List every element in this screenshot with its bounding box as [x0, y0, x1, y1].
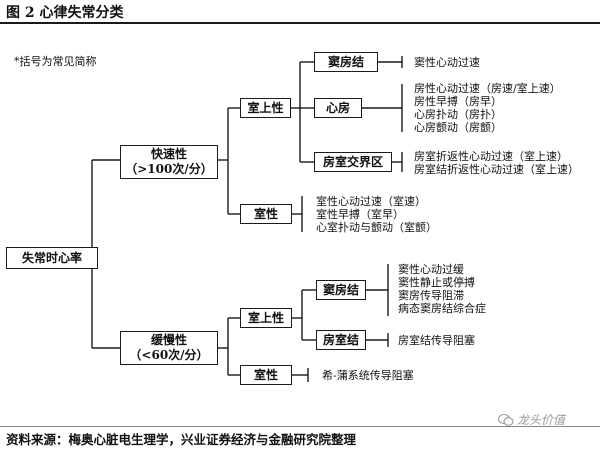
watermark-text: 龙头价值: [517, 413, 566, 427]
leaf-item: 室性早搏（室早）: [316, 208, 404, 221]
leaf-list-sinus-slow: 窦性心动过缓 窦性静止或停搏 窦房传导阻滞 病态窦房结综合症: [398, 263, 486, 315]
source-note: 资料来源：梅奥心脏电生理学，兴业证券经济与金融研究院整理: [6, 432, 357, 447]
wechat-icon: [498, 413, 514, 426]
leaf-list-av-node: 房室结传导阻塞: [398, 334, 475, 347]
leaf-item: 房室折返性心动过速（室上速）: [414, 150, 568, 163]
figure-header: 图 2 心律失常分类: [0, 0, 600, 24]
slow-sinus-node: 窦房结: [316, 280, 366, 300]
fast-node-label: 快速性: [150, 147, 187, 161]
slow-supraventricular-node: 室上性: [240, 308, 292, 328]
slow-ventricular-node: 室性: [240, 365, 292, 385]
leaf-list-fast-ventricular: 室性心动过速（室速） 室性早搏（室早） 心室扑动与颤动（室颤）: [316, 195, 437, 234]
footer-divider: [0, 426, 600, 427]
leaf-item: 心房扑动（房扑）: [414, 108, 502, 121]
watermark: 龙头价值: [498, 411, 565, 428]
root-node: 失常时心率: [6, 247, 98, 269]
leaf-list-av-junction: 房室折返性心动过速（室上速） 房室结折返性心动过速（室上速）: [414, 150, 579, 176]
fast-sinus-node: 窦房结: [314, 52, 378, 72]
abbreviation-note: *括号为常见简称: [14, 55, 97, 68]
leaf-item: 窦性静止或停搏: [398, 276, 475, 289]
fast-supraventricular-node: 室上性: [240, 98, 291, 118]
leaf-item: 室性心动过速（室速）: [316, 195, 426, 208]
leaf-list-atrium: 房性心动过速（房速/室上速） 房性早搏（房早） 心房扑动（房扑） 心房颤动（房颤…: [414, 82, 561, 134]
leaf-item: 窦性心动过缓: [398, 263, 464, 276]
figure-title: 图 2 心律失常分类: [6, 5, 124, 21]
leaf-item: 窦房传导阻滞: [398, 289, 464, 302]
leaf-list-slow-ventricular: 希-蒲系统传导阻塞: [322, 369, 414, 382]
slow-node-rate: （<60次/分）: [129, 348, 209, 362]
leaf-item: 病态窦房结综合症: [398, 302, 486, 315]
leaf-item: 心室扑动与颤动（室颤）: [316, 221, 437, 234]
leaf-list-sinus-fast: 窦性心动过速: [414, 56, 480, 69]
slow-node-label: 缓慢性: [150, 333, 187, 347]
slow-node: 缓慢性 （<60次/分）: [120, 331, 218, 365]
av-node-node: 房室结: [316, 330, 366, 350]
leaf-item: 房室结折返性心动过速（室上速）: [414, 163, 579, 176]
fast-node: 快速性 （>100次/分）: [120, 145, 218, 179]
av-junction-node: 房室交界区: [314, 152, 392, 172]
fast-ventricular-node: 室性: [240, 204, 292, 224]
leaf-item: 心房颤动（房颤）: [414, 121, 502, 134]
leaf-item: 房室结传导阻塞: [398, 334, 475, 347]
fast-node-rate: （>100次/分）: [125, 162, 213, 176]
leaf-item: 窦性心动过速: [414, 56, 480, 69]
leaf-item: 房性早搏（房早）: [414, 95, 502, 108]
leaf-item: 房性心动过速（房速/室上速）: [414, 82, 561, 95]
leaf-item: 希-蒲系统传导阻塞: [322, 369, 414, 382]
atrium-node: 心房: [314, 98, 362, 118]
